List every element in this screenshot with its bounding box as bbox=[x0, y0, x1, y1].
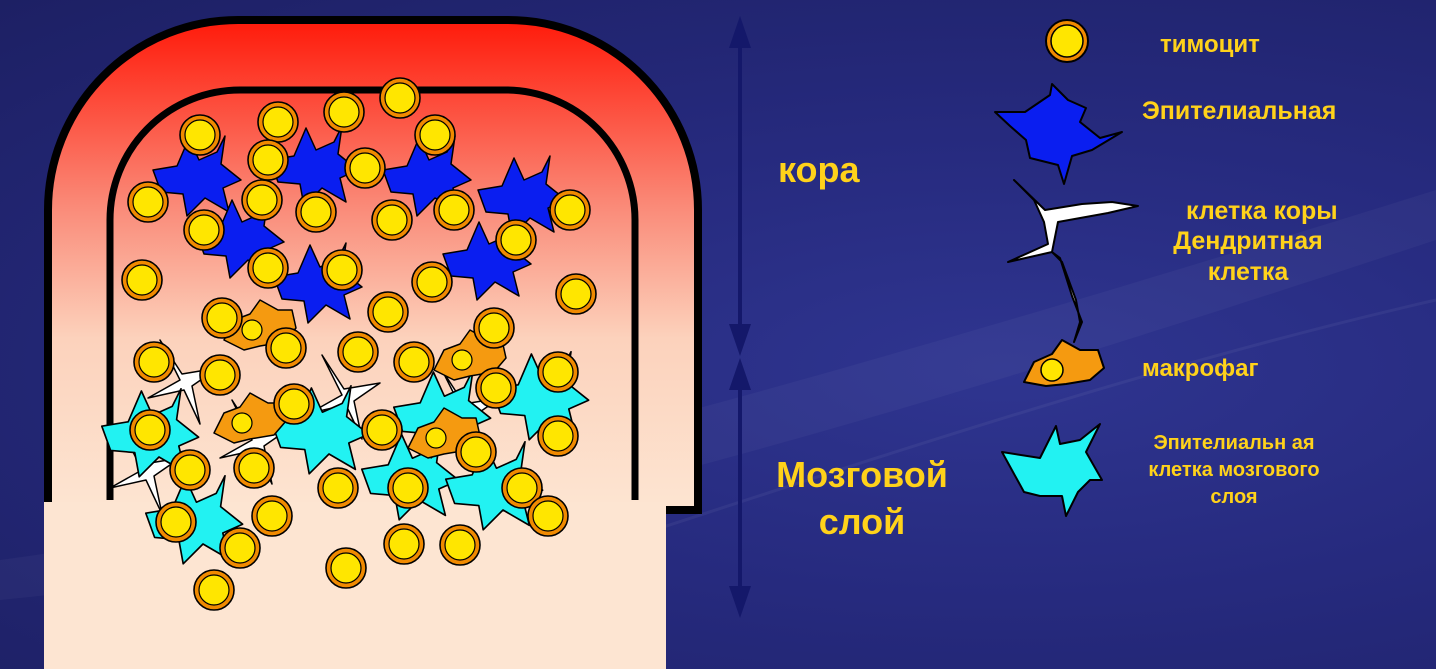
thymocyte-nucleus bbox=[205, 360, 235, 390]
thymocyte-nucleus bbox=[133, 187, 163, 217]
thymocyte-nucleus bbox=[225, 533, 255, 563]
region-label-cortex: кора bbox=[778, 148, 860, 192]
thymocyte-nucleus bbox=[199, 575, 229, 605]
thymocyte-nucleus bbox=[161, 507, 191, 537]
thymocyte-nucleus bbox=[135, 415, 165, 445]
thymocyte-nucleus bbox=[445, 530, 475, 560]
thymocyte-nucleus bbox=[543, 421, 573, 451]
thymocyte-nucleus bbox=[385, 83, 415, 113]
thymocyte-nucleus bbox=[399, 347, 429, 377]
thymocyte-nucleus bbox=[331, 553, 361, 583]
thymocyte-nucleus bbox=[461, 437, 491, 467]
thymocyte-nucleus bbox=[350, 153, 380, 183]
legend-epithelial-medulla-icon bbox=[1002, 424, 1102, 516]
thymocyte-nucleus bbox=[507, 473, 537, 503]
thymocyte-nucleus bbox=[373, 297, 403, 327]
thymocyte-nucleus bbox=[377, 205, 407, 235]
thymocyte-nucleus bbox=[247, 185, 277, 215]
thymocyte-nucleus bbox=[263, 107, 293, 137]
legend-thymocyte-icon bbox=[1046, 20, 1088, 62]
thymocyte-nucleus bbox=[257, 501, 287, 531]
thymocyte-nucleus bbox=[501, 225, 531, 255]
thymocyte-nucleus bbox=[323, 473, 353, 503]
thymocyte-nucleus bbox=[329, 97, 359, 127]
medulla-arrow bbox=[729, 358, 751, 618]
macrophage-nucleus bbox=[242, 320, 262, 340]
thymocyte-nucleus bbox=[543, 357, 573, 387]
thymocyte-nucleus bbox=[479, 313, 509, 343]
thymocyte-nucleus bbox=[439, 195, 469, 225]
thymocyte-nucleus bbox=[185, 120, 215, 150]
legend-epithelial-cortex-icon bbox=[995, 84, 1122, 184]
thymocyte-nucleus bbox=[343, 337, 373, 367]
macrophage-nucleus bbox=[452, 350, 472, 370]
thymocyte-nucleus bbox=[279, 389, 309, 419]
legend-label-epithelial-medulla: Эпителиальн ая клетка мозгового слоя bbox=[1134, 430, 1334, 511]
thymocyte-nucleus bbox=[175, 455, 205, 485]
thymocyte-nucleus bbox=[389, 529, 419, 559]
legend-macrophage-icon bbox=[1024, 340, 1104, 386]
thymocyte-nucleus bbox=[139, 347, 169, 377]
thymocyte-nucleus bbox=[533, 501, 563, 531]
thymocyte-nucleus bbox=[561, 279, 591, 309]
thymocyte-nucleus bbox=[555, 195, 585, 225]
thymocyte-nucleus bbox=[301, 197, 331, 227]
thymocyte-nucleus bbox=[327, 255, 357, 285]
thymocyte-nucleus bbox=[417, 267, 447, 297]
thymocyte-nucleus bbox=[253, 145, 283, 175]
thymocyte-nucleus bbox=[207, 303, 237, 333]
thymocyte-nucleus bbox=[367, 415, 397, 445]
thymocyte-nucleus bbox=[271, 333, 301, 363]
thymocyte-nucleus bbox=[420, 120, 450, 150]
legend-label-dendritic: Дендритная клетка bbox=[1138, 226, 1358, 287]
thymocyte-nucleus bbox=[239, 453, 269, 483]
macrophage-nucleus bbox=[232, 413, 252, 433]
legend-label-thymocyte: тимоцит bbox=[1160, 30, 1260, 59]
legend-label-epithelial-cortex-line1: Эпителиальная bbox=[1142, 96, 1336, 127]
legend-label-epithelial-cortex-line2: клетка коры bbox=[1186, 196, 1338, 227]
macrophage-nucleus bbox=[426, 428, 446, 448]
thymocyte-nucleus bbox=[481, 373, 511, 403]
thymocyte-nucleus bbox=[127, 265, 157, 295]
legend-dendritic-icon bbox=[1008, 180, 1138, 342]
thymocyte-nucleus bbox=[189, 215, 219, 245]
thymocyte-nucleus bbox=[393, 473, 423, 503]
legend-label-macrophage: макрофаг bbox=[1142, 354, 1258, 383]
cortex-arrow bbox=[729, 16, 751, 356]
region-label-medulla: Мозговой слой bbox=[752, 452, 972, 546]
thymocyte-nucleus bbox=[253, 253, 283, 283]
